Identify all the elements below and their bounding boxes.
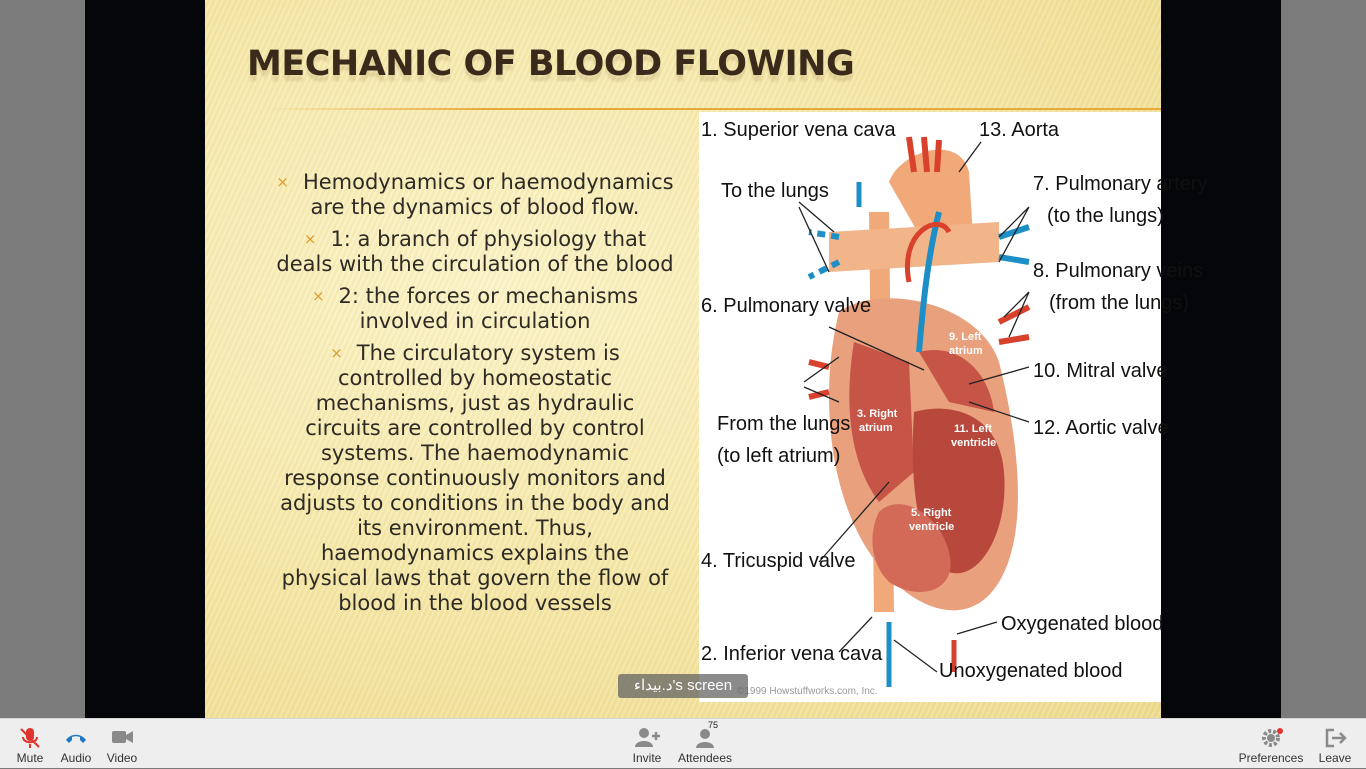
audio-label: Audio: [60, 751, 92, 765]
label-left-ventricle-b: ventricle: [951, 437, 996, 449]
red-arrow-icon: [997, 304, 1031, 345]
notification-dot: [1277, 728, 1283, 734]
label-pulmonary-veins: 8. Pulmonary veins: [1033, 260, 1203, 282]
bullet-marker-icon: ×: [276, 173, 289, 191]
pointer-lines: [798, 141, 1030, 673]
bullet-text: Hemodynamics or haemodynamics are the dy…: [302, 170, 674, 219]
shared-screen-area: MECHANIC OF BLOOD FLOWING × Hemodynamics …: [85, 0, 1281, 718]
gear-icon: [1256, 725, 1286, 751]
person-icon: 75: [690, 720, 720, 751]
blue-dashed-arrow-icon: [807, 229, 841, 280]
label-right-ventricle-b: ventricle: [909, 521, 954, 533]
bullet-text: 2: the forces or mechanisms involved in …: [338, 284, 639, 333]
bullet-list: × Hemodynamics or haemodynamics are the d…: [275, 170, 675, 623]
bullet-marker-icon: ×: [330, 344, 343, 362]
label-aortic-valve: 12. Aortic valve: [1033, 417, 1169, 439]
heart-diagram: 1. Superior vena cava 13. Aorta To the l…: [699, 112, 1208, 702]
video-button[interactable]: Video: [105, 719, 139, 769]
title-divider: [265, 108, 1161, 110]
slide-title: MECHANIC OF BLOOD FLOWING: [247, 44, 855, 84]
preferences-label: Preferences: [1238, 751, 1304, 765]
label-left-ventricle-a: 11. Left: [954, 423, 992, 435]
label-pulmonary-valve: 6. Pulmonary valve: [701, 295, 871, 317]
label-to-the-lungs: To the lungs: [721, 180, 829, 202]
label-inferior-vena-cava: 2. Inferior vena cava: [701, 643, 883, 665]
mute-label: Mute: [16, 751, 44, 765]
preferences-button[interactable]: Preferences: [1238, 719, 1304, 769]
meeting-toolbar: Mute Audio Video Invite 75 Attendees Pre…: [0, 718, 1366, 768]
right-atrium-shape: [849, 342, 914, 502]
label-pulmonary-veins-sub: (from the lungs): [1049, 292, 1189, 314]
bullet-text: The circulatory system is controlled by …: [280, 341, 670, 615]
label-right-atrium-a: 3. Right: [857, 408, 898, 420]
label-from-the-lungs: From the lungs: [717, 413, 850, 435]
label-pulmonary-artery: 7. Pulmonary artery: [1033, 173, 1208, 195]
label-aorta: 13. Aorta: [979, 119, 1060, 141]
label-superior-vena-cava: 1. Superior vena cava: [701, 119, 896, 141]
invite-button[interactable]: Invite: [630, 719, 664, 769]
presenter-screen-label: د.بيداء's screen: [618, 674, 748, 698]
bullet-text: 1: a branch of physiology that deals wit…: [276, 227, 674, 276]
add-person-icon: [632, 725, 662, 751]
heart-diagram-svg: 1. Superior vena cava 13. Aorta To the l…: [701, 119, 1208, 697]
label-pulmonary-artery-sub: (to the lungs): [1047, 205, 1164, 227]
left-atrium-shape: [919, 350, 994, 412]
label-to-left-atrium: (to left atrium): [717, 445, 840, 467]
phone-icon: [61, 725, 91, 751]
label-unoxygenated-blood: Unoxygenated blood: [939, 660, 1122, 682]
label-left-atrium-a: 9. Left: [949, 331, 982, 343]
pulmonary-artery-shape: [829, 222, 999, 272]
attendee-count-badge: 75: [708, 720, 719, 730]
bullet-item: × Hemodynamics or haemodynamics are the d…: [275, 170, 675, 220]
audio-button[interactable]: Audio: [59, 719, 93, 769]
label-left-atrium-b: atrium: [949, 345, 983, 357]
red-arrow-icon: [808, 359, 830, 400]
bullet-item: ×The circulatory system is controlled by…: [275, 341, 675, 616]
label-right-atrium-b: atrium: [859, 422, 893, 434]
bullet-item: × 2: the forces or mechanisms involved in…: [275, 284, 675, 334]
invite-label: Invite: [632, 751, 662, 765]
bullet-marker-icon: ×: [303, 230, 317, 248]
leave-button[interactable]: Leave: [1318, 719, 1352, 769]
camera-icon: [107, 725, 137, 751]
mute-button[interactable]: Mute: [14, 719, 46, 769]
bullet-marker-icon: ×: [311, 287, 325, 305]
leave-label: Leave: [1318, 751, 1352, 765]
label-tricuspid-valve: 4. Tricuspid valve: [701, 550, 856, 572]
red-arrows-icon: [906, 136, 942, 173]
blue-arrow-icon: [998, 224, 1030, 265]
red-flow-icon: [904, 221, 952, 283]
attendees-label: Attendees: [677, 751, 733, 765]
presentation-slide: MECHANIC OF BLOOD FLOWING × Hemodynamics …: [205, 0, 1208, 718]
label-mitral-valve: 10. Mitral valve: [1033, 360, 1168, 382]
attendees-button[interactable]: 75 Attendees: [676, 719, 734, 769]
bullet-item: ×1: a branch of physiology that deals wi…: [275, 227, 675, 277]
label-oxygenated-blood: Oxygenated blood: [1001, 613, 1163, 635]
label-right-ventricle-a: 5. Right: [911, 507, 952, 519]
microphone-muted-icon: [15, 725, 45, 751]
right-ventricle-shape: [872, 504, 951, 592]
video-label: Video: [106, 751, 138, 765]
diagram-credit: ©1999 Howstuffworks.com, Inc.: [737, 686, 878, 697]
exit-icon: [1320, 725, 1350, 751]
